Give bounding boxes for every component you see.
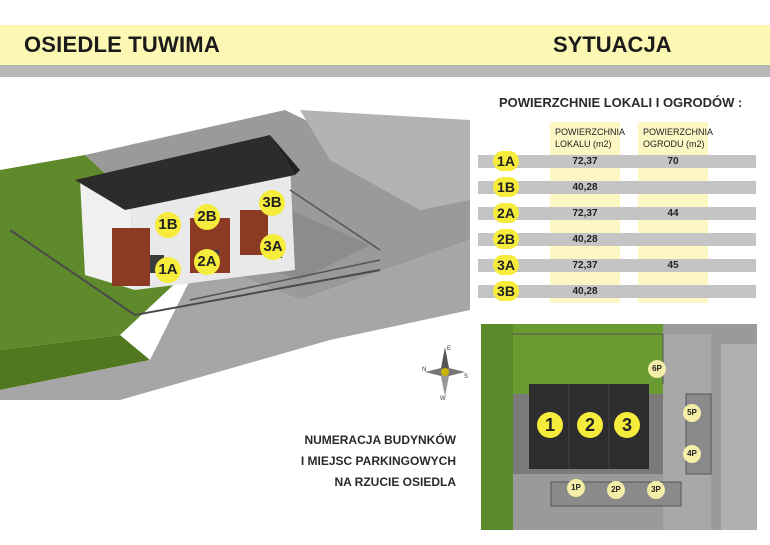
unit-badge: 1A bbox=[493, 151, 519, 171]
parking-spot: 4P bbox=[683, 445, 701, 463]
lokal-value: 72,37 bbox=[572, 156, 598, 167]
table-row bbox=[478, 285, 756, 298]
building-number: 3 bbox=[614, 412, 640, 438]
lokal-value: 72,37 bbox=[572, 260, 598, 271]
table-row bbox=[478, 259, 756, 272]
unit-badge: 3B bbox=[493, 281, 519, 301]
building-number: 1 bbox=[537, 412, 563, 438]
lokal-value: 40,28 bbox=[572, 286, 598, 297]
col-lokal-header-line2: LOKALU (m2) bbox=[555, 139, 612, 149]
ogrod-value: 45 bbox=[667, 260, 679, 271]
header-divider bbox=[0, 65, 770, 77]
compass-n: N bbox=[422, 367, 426, 373]
unit-badge: 2B bbox=[493, 229, 519, 249]
ogrod-value: 44 bbox=[667, 208, 679, 219]
lokal-value: 40,28 bbox=[572, 182, 598, 193]
header-bar bbox=[0, 25, 770, 65]
table-row bbox=[478, 207, 756, 220]
col-ogrod-header-line1: POWIERZCHNIA bbox=[643, 127, 714, 137]
render-label-1b: 1B bbox=[155, 212, 181, 238]
lokal-value: 40,28 bbox=[572, 234, 598, 245]
caption-line: NUMERACJA BUDYNKÓW bbox=[304, 433, 456, 447]
section-title: SYTUACJA bbox=[553, 32, 672, 57]
unit-badge: 3A bbox=[493, 255, 519, 275]
compass-w: W bbox=[440, 396, 446, 402]
table-row bbox=[478, 155, 756, 168]
areas-title: POWIERZCHNIE LOKALI I OGRODÓW : bbox=[499, 95, 743, 110]
compass-icon: E N S W bbox=[422, 346, 468, 402]
render-label-2a: 2A bbox=[194, 249, 220, 275]
col-ogrod-header-line2: OGRODU (m2) bbox=[643, 139, 705, 149]
col-lokal-header-line1: POWIERZCHNIA bbox=[555, 127, 626, 137]
caption-line: I MIEJSC PARKINGOWYCH bbox=[300, 454, 456, 468]
unit-badge: 2A bbox=[493, 203, 519, 223]
parking-spot: 3P bbox=[647, 481, 665, 499]
parking-spot: 5P bbox=[683, 404, 701, 422]
ogrod-value: 70 bbox=[667, 156, 679, 167]
table-row bbox=[478, 181, 756, 194]
compass-s: S bbox=[464, 374, 468, 380]
caption-line: NA RZUCIE OSIEDLA bbox=[334, 475, 456, 489]
render-label-2b: 2B bbox=[194, 204, 220, 230]
compass-e: E bbox=[447, 346, 451, 352]
lokal-value: 72,37 bbox=[572, 208, 598, 219]
col-lokal-header: POWIERZCHNIA LOKALU (m2) bbox=[555, 126, 625, 150]
parking-spot: 6P bbox=[648, 360, 666, 378]
building-number: 2 bbox=[577, 412, 603, 438]
col-ogrod-header: POWIERZCHNIA OGRODU (m2) bbox=[643, 126, 713, 150]
parking-spot: 1P bbox=[567, 479, 585, 497]
render-label-1a: 1A bbox=[155, 257, 181, 283]
render-label-3a: 3A bbox=[260, 234, 286, 260]
table-row bbox=[478, 233, 756, 246]
page-title: OSIEDLE TUWIMA bbox=[24, 32, 220, 57]
render-label-3b: 3B bbox=[259, 190, 285, 216]
plan-caption: NUMERACJA BUDYNKÓW I MIEJSC PARKINGOWYCH… bbox=[300, 430, 456, 493]
unit-badge: 1B bbox=[493, 177, 519, 197]
parking-spot: 2P bbox=[607, 481, 625, 499]
building-render bbox=[0, 110, 470, 400]
